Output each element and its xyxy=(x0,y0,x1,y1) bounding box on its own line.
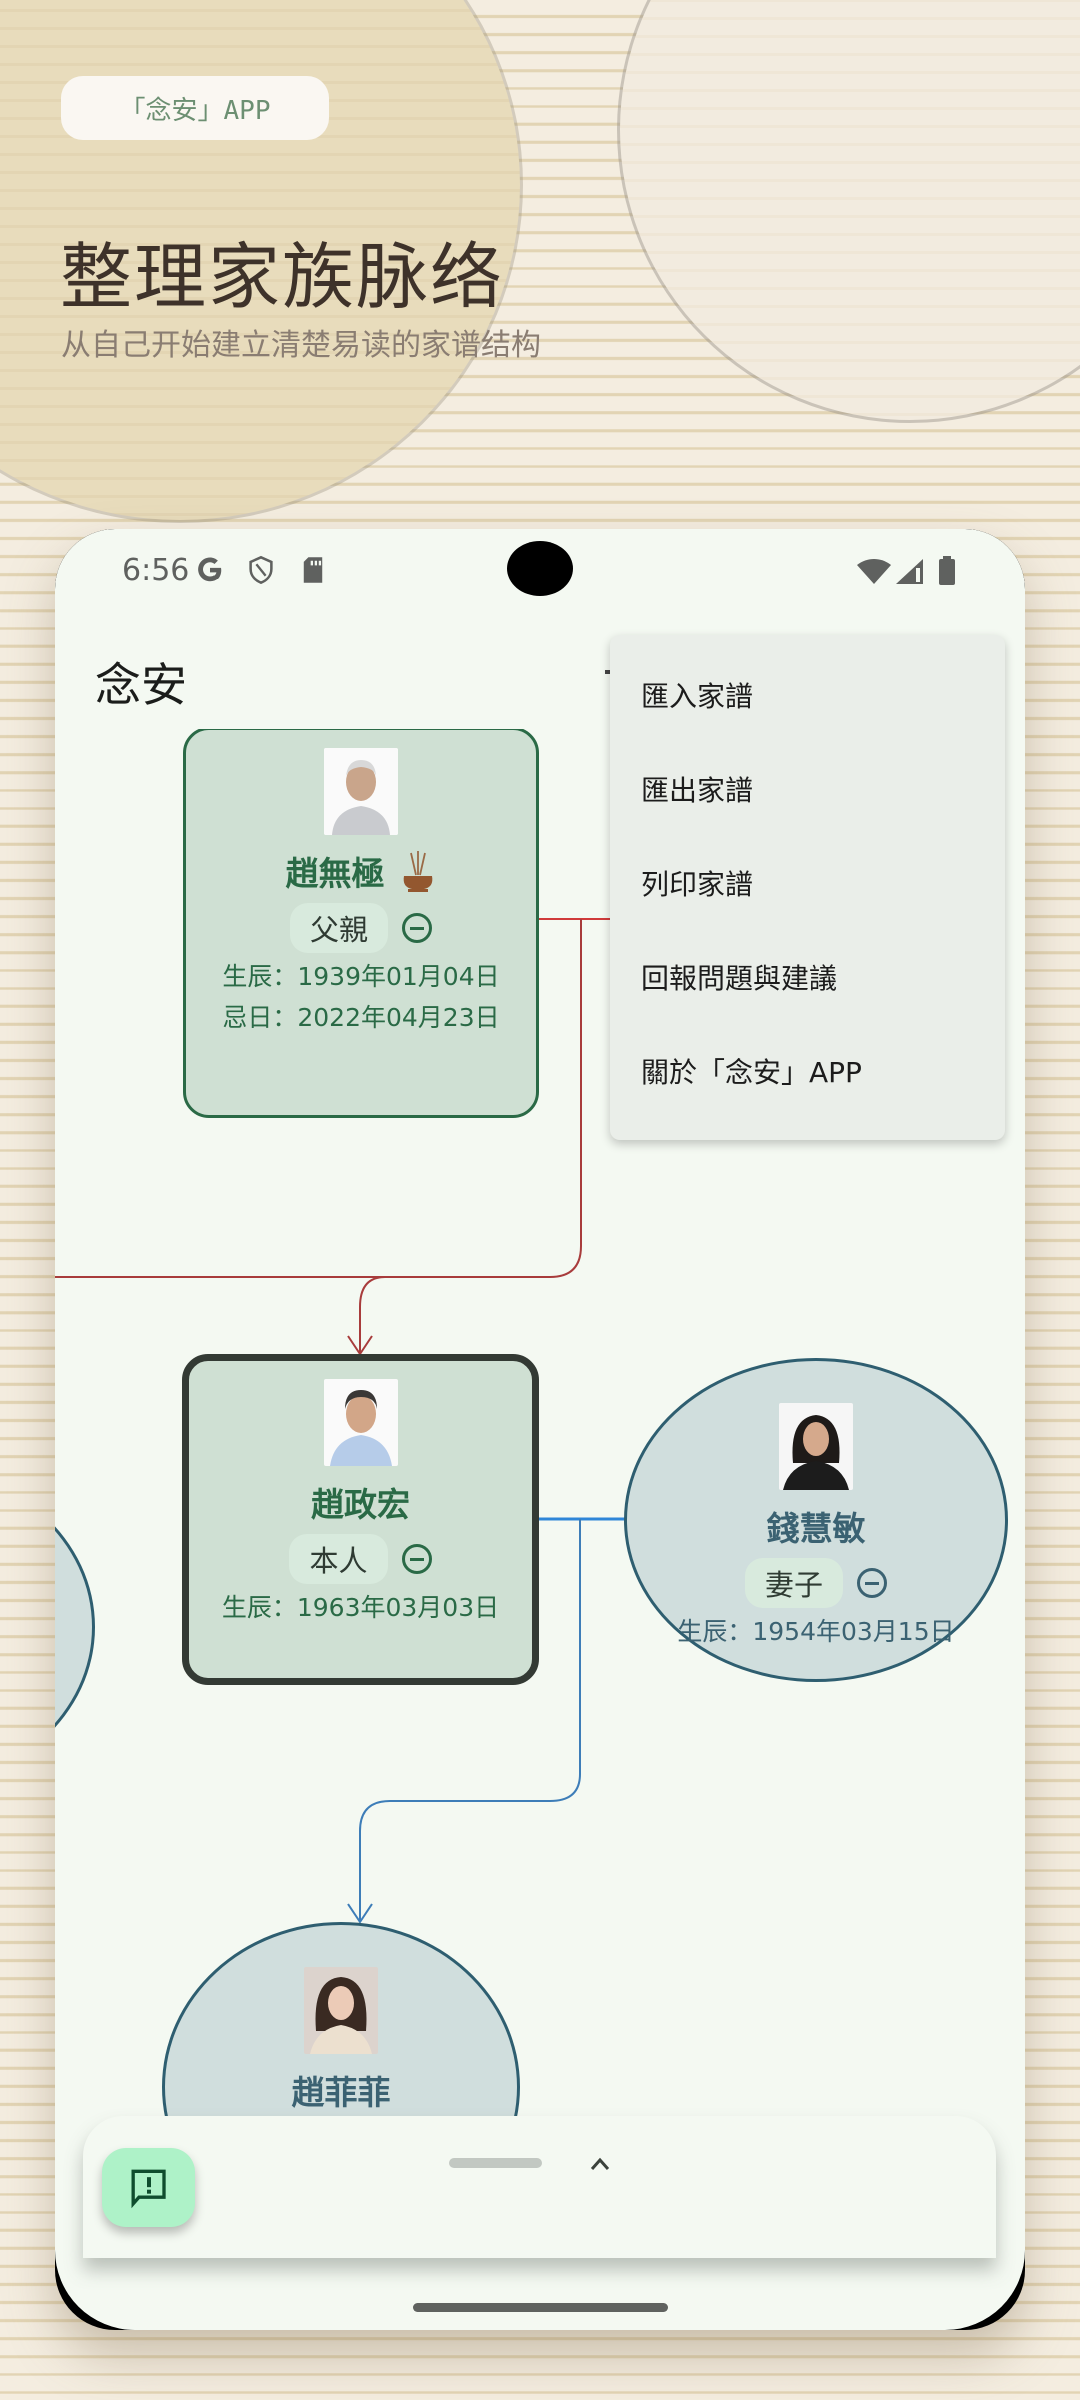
relation-chip: 妻子 xyxy=(744,1558,843,1608)
app-badge: 「念安」APP xyxy=(61,76,329,140)
status-time: 6:56 xyxy=(122,553,190,588)
child-photo xyxy=(304,1967,378,2054)
chevron-up-icon[interactable] xyxy=(588,2152,612,2176)
person-name: 錢慧敏 xyxy=(766,1509,866,1548)
person-name: 趙無極 xyxy=(285,854,385,893)
person-card-self[interactable]: 趙政宏 本人 生辰：1963年03月03日 xyxy=(182,1354,539,1685)
relation-chip: 父親 xyxy=(289,903,388,953)
person-name: 趙菲菲 xyxy=(291,2073,391,2112)
wifi-icon xyxy=(857,559,891,584)
death-date: 忌日：2022年04月23日 xyxy=(222,1003,500,1032)
camera-cutout xyxy=(507,541,573,596)
birth-date: 生辰：1963年03月03日 xyxy=(221,1593,500,1622)
self-photo xyxy=(323,1379,398,1466)
bottom-sheet[interactable] xyxy=(83,2116,996,2258)
birth-date: 生辰：1939年01月04日 xyxy=(222,962,500,991)
spouse-photo xyxy=(779,1403,853,1490)
hero-title: 整理家族脉络 xyxy=(60,235,505,319)
father-photo xyxy=(324,748,398,835)
person-card-father[interactable]: 趙無極 父親 生辰：1939年01月04日 忌日：2022年04月23日 xyxy=(183,729,539,1118)
relation-chip: 本人 xyxy=(289,1534,388,1584)
menu-item-export[interactable]: 匯出家譜 xyxy=(641,774,754,807)
birth-date: 生辰：1954年03月15日 xyxy=(677,1617,955,1646)
remove-icon[interactable] xyxy=(402,913,432,943)
signal-icon xyxy=(896,559,923,584)
menu-item-feedback[interactable]: 回報問題與建議 xyxy=(641,962,838,995)
app-title: 念安 xyxy=(95,658,187,712)
battery-icon xyxy=(939,556,955,585)
menu-item-print[interactable]: 列印家譜 xyxy=(641,868,754,901)
phone-screen: 6:56 念安 xyxy=(55,529,1025,2330)
remove-icon[interactable] xyxy=(401,1544,432,1574)
overflow-menu: 匯入家譜 匯出家譜 列印家譜 回報問題與建議 關於「念安」APP xyxy=(610,635,1005,1140)
remove-icon[interactable] xyxy=(857,1568,887,1598)
status-bar: 6:56 xyxy=(55,529,1025,609)
hero-subtitle: 从自己开始建立清楚易读的家谱结构 xyxy=(61,328,541,363)
person-node-spouse[interactable]: 錢慧敏 妻子 生辰：1954年03月15日 xyxy=(624,1358,1008,1682)
menu-item-about[interactable]: 關於「念安」APP xyxy=(641,1056,862,1089)
feedback-icon xyxy=(131,2169,166,2208)
drag-handle[interactable] xyxy=(449,2158,542,2168)
shield-icon xyxy=(249,555,273,585)
family-tree-canvas[interactable]: 趙無極 父親 生辰：1939年01月04日 忌日：2022年04月23日 xyxy=(55,729,1025,2129)
person-name: 趙政宏 xyxy=(311,1485,410,1524)
home-indicator[interactable] xyxy=(413,2303,668,2312)
background-circle-right xyxy=(620,0,1080,420)
phone-frame: 6:56 念安 xyxy=(55,529,1025,2330)
google-icon xyxy=(198,557,222,582)
menu-item-import[interactable]: 匯入家譜 xyxy=(641,680,754,713)
incense-burner-icon xyxy=(403,851,432,892)
feedback-button[interactable] xyxy=(102,2148,195,2227)
sd-card-icon xyxy=(303,557,323,583)
